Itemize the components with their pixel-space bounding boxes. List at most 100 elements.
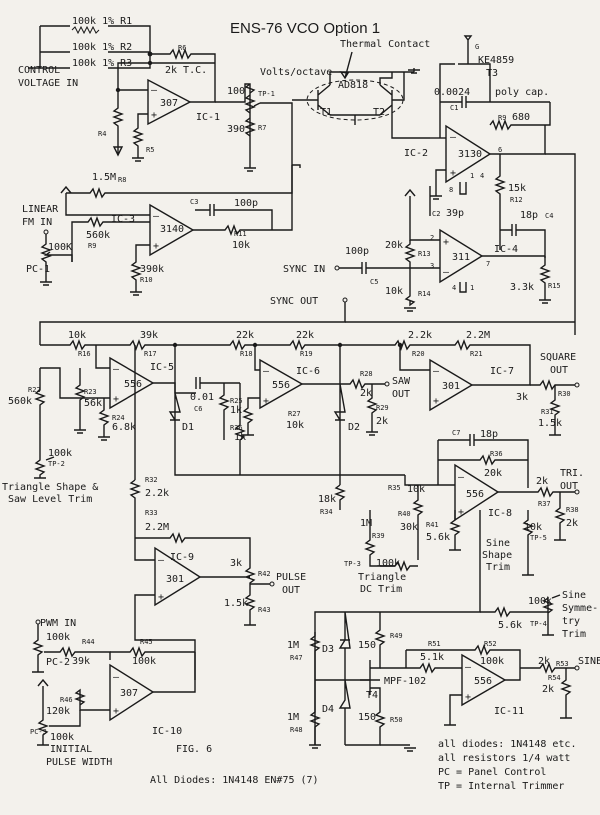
r18-value: 22k	[236, 330, 254, 341]
ic1-opamp	[147, 78, 192, 126]
r45-name: R45	[140, 638, 153, 646]
ic5-type: 556	[124, 379, 142, 390]
r46-value: 120k	[46, 706, 70, 717]
cv-in-label-2: VOLTAGE IN	[18, 78, 78, 89]
svg-text:3: 3	[430, 262, 434, 270]
r15-name: R15	[548, 282, 561, 290]
r39-name: R39	[372, 532, 385, 540]
r52-name: R52	[484, 640, 497, 648]
r28-name: R28	[360, 370, 373, 378]
ic4-label: IC-4	[494, 244, 518, 255]
pc3-name: PC-3	[30, 728, 47, 736]
sine-out-label: SINE OUT	[578, 656, 600, 667]
svg-text:–: –	[113, 672, 120, 683]
svg-text:+: +	[465, 692, 471, 703]
r32-name: R32	[145, 476, 158, 484]
r34-value: 18k	[318, 494, 336, 505]
r29-value: 2k	[376, 416, 388, 427]
tp1-value: 100	[227, 86, 245, 97]
c7-name: C7	[452, 429, 460, 437]
r20-value: 2.2k	[408, 330, 432, 341]
svg-text:8: 8	[449, 186, 453, 194]
ic1-type: 307	[160, 98, 178, 109]
d2-label: D2	[348, 422, 360, 433]
t2-label: T2	[373, 107, 385, 118]
c1-value: 0.0024	[434, 87, 470, 98]
c1-name: C1	[450, 104, 458, 112]
r42-value: 3k	[230, 558, 242, 569]
linear-fm-in-label-2: FM IN	[22, 217, 52, 228]
r14-name: R14	[418, 290, 431, 298]
r28-value: 2k	[360, 388, 372, 399]
trim-label-tri-dc-1: Triangle	[358, 572, 406, 583]
ic5-opamp	[109, 356, 155, 410]
footer-text: All Diodes: 1N4148 EN#75 (7)	[150, 775, 319, 786]
r10-name: R10	[140, 276, 153, 284]
r8-name: R8	[118, 176, 126, 184]
c6-name: C6	[194, 405, 202, 413]
tp4-name: TP-4	[530, 620, 547, 628]
r27-value: 10k	[286, 420, 304, 431]
r52-value: 100k	[480, 656, 504, 667]
note-2: all resistors 1/4 watt	[438, 753, 570, 764]
r17-name: R17	[144, 350, 157, 358]
fig-label: FIG. 6	[176, 744, 212, 755]
r36-name: R36	[490, 450, 503, 458]
r9-name: R9	[88, 242, 96, 250]
svg-text:+: +	[158, 592, 164, 603]
r24-name: R24	[112, 414, 125, 422]
ad818-label: AD818	[338, 80, 368, 91]
svg-text:+: +	[443, 237, 449, 248]
ic2-label: IC-2	[404, 148, 428, 159]
r26-name: R26	[230, 424, 243, 432]
svg-text:–: –	[263, 366, 270, 377]
r33-value: 2.2M	[145, 522, 169, 533]
c4-value: 18p	[520, 210, 538, 221]
tp4-value: 100k	[528, 596, 552, 607]
svg-text:1: 1	[470, 172, 474, 180]
r24-value: 6.8k	[112, 422, 136, 433]
pc1-name: PC-1	[26, 264, 50, 275]
r32-value: 2.2k	[145, 488, 169, 499]
r54-value: 2k	[542, 684, 554, 695]
pulse-out-label-1: PULSE	[276, 572, 306, 583]
pwm-pot-value: 100k	[46, 632, 70, 643]
r7-value: 390	[227, 124, 245, 135]
r20-name: R20	[412, 350, 425, 358]
r9b-value: 680	[512, 112, 530, 123]
r40-value: 30k	[400, 522, 418, 533]
r21-value: 2.2M	[466, 330, 490, 341]
pulse-out-label-2: OUT	[282, 585, 300, 596]
r27-name: R27	[288, 410, 301, 418]
ic3-label: IC-3	[111, 214, 135, 225]
pwm-in-label: PWM IN	[40, 618, 76, 629]
ic4-opamp	[439, 228, 484, 284]
c3-name: C3	[190, 198, 198, 206]
initial-pw-label-1: INITIAL	[50, 744, 92, 755]
r37-value: 2k	[536, 476, 548, 487]
svg-text:+: +	[151, 110, 157, 121]
trim-label-sine-shape-1: Sine	[486, 538, 510, 549]
svg-text:2: 2	[430, 234, 434, 242]
r14-value: 10k	[385, 286, 403, 297]
ic9-opamp	[154, 546, 202, 607]
sync-out-label: SYNC OUT	[270, 296, 318, 307]
c6-value: 0.01	[190, 392, 214, 403]
linear-fm-in-label-1: LINEAR	[22, 204, 59, 215]
r12-value: 15k	[508, 183, 526, 194]
r36-value: 20k	[484, 468, 502, 479]
r49-value: 150	[358, 640, 376, 651]
ic8-opamp	[454, 463, 500, 522]
r43-name: R43	[258, 606, 271, 614]
trim-label-tri-dc-2: DC Trim	[360, 584, 402, 595]
r11-value: 10k	[232, 240, 250, 251]
svg-text:–: –	[443, 267, 450, 278]
d3-label: D3	[322, 644, 334, 655]
tp2-name: TP-2	[48, 460, 65, 468]
c2-value: 39p	[446, 208, 464, 219]
sine-res-value: 5.6k	[498, 620, 522, 631]
trim-label-sine-shape-3: Trim	[486, 562, 510, 573]
r43-value: 1.5k	[224, 598, 248, 609]
r38-name: R38	[566, 506, 579, 514]
svg-text:+: +	[458, 507, 464, 518]
